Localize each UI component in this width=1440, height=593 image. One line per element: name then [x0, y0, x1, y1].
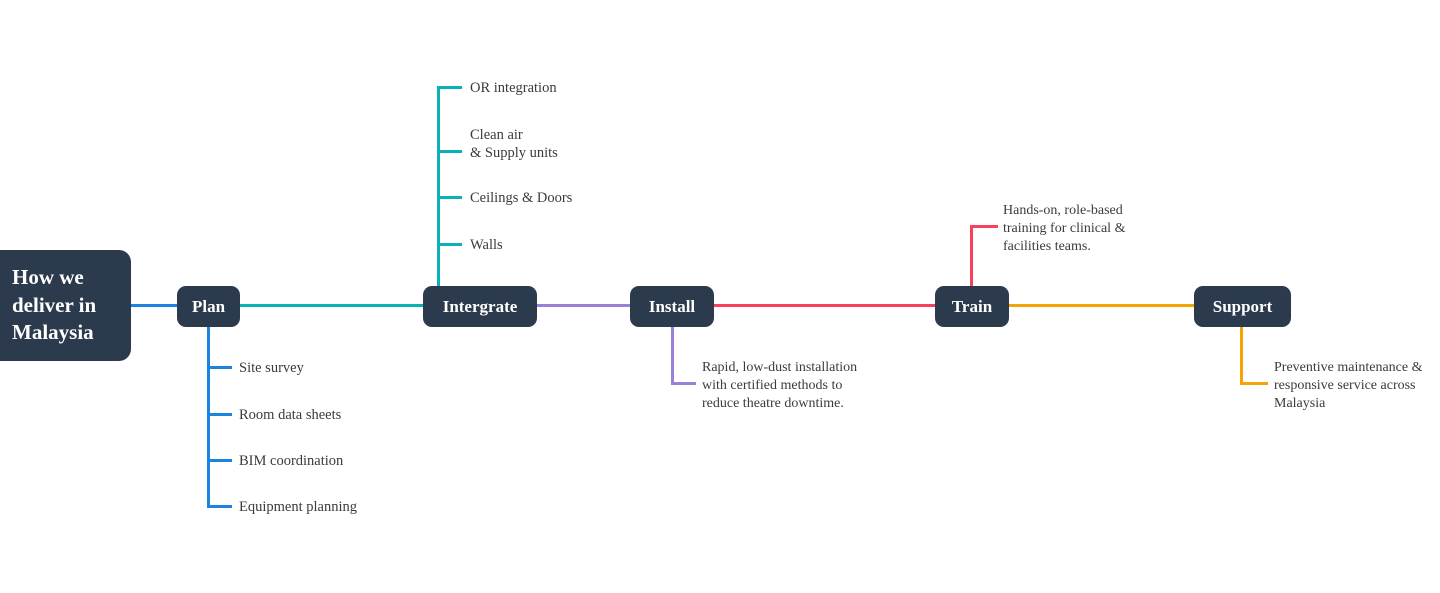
- leaf-integrate-walls: Walls: [470, 237, 503, 253]
- leaf-plan-room-data-sheets: Room data sheets: [239, 407, 342, 423]
- branch-stub-integrate-4: [437, 243, 462, 246]
- leaf-integrate-clean-air-supply-units: Clean air & Supply units: [470, 127, 558, 162]
- branch-stub-plan-1: [207, 366, 232, 369]
- branch-stub-plan-4: [207, 505, 232, 508]
- branch-stub-integrate-2: [437, 150, 462, 153]
- branch-stub-train: [970, 225, 998, 228]
- leaf-integrate-or-integration: OR integration: [470, 80, 557, 96]
- branch-stub-support: [1240, 382, 1268, 385]
- branch-stem-support: [1240, 325, 1243, 384]
- connector-train-to-support: [1007, 304, 1196, 307]
- branch-stub-integrate-3: [437, 196, 462, 199]
- branch-stub-install: [671, 382, 696, 385]
- stage-node-support[interactable]: Support: [1194, 286, 1291, 327]
- stage-node-train[interactable]: Train: [935, 286, 1009, 327]
- note-train: Hands-on, role-based training for clinic…: [1003, 203, 1126, 255]
- note-install: Rapid, low-dust installation with certif…: [702, 360, 858, 412]
- leaf-plan-site-survey: Site survey: [239, 360, 304, 376]
- leaf-integrate-ceilings-doors: Ceilings & Doors: [470, 190, 573, 206]
- branch-stub-plan-3: [207, 459, 232, 462]
- connector-install-to-train: [712, 304, 937, 307]
- branch-stem-plan: [207, 325, 210, 507]
- stage-node-plan[interactable]: Plan: [177, 286, 240, 327]
- connector-integrate-to-install: [535, 304, 632, 307]
- leaf-plan-bim-coordination: BIM coordination: [239, 453, 344, 469]
- leaf-plan-equipment-planning: Equipment planning: [239, 499, 357, 515]
- note-support: Preventive maintenance & responsive serv…: [1274, 360, 1423, 412]
- stage-node-install[interactable]: Install: [630, 286, 714, 327]
- branch-stub-plan-2: [207, 413, 232, 416]
- stage-node-integrate[interactable]: Intergrate: [423, 286, 537, 327]
- branch-stem-train: [970, 225, 973, 287]
- branch-stem-install: [671, 325, 674, 384]
- root-node[interactable]: How we deliver in Malaysia: [0, 250, 131, 361]
- branch-stub-integrate-1: [437, 86, 462, 89]
- connector-root-to-plan: [129, 304, 179, 307]
- branch-stem-integrate: [437, 86, 440, 286]
- connector-plan-to-integrate: [238, 304, 425, 307]
